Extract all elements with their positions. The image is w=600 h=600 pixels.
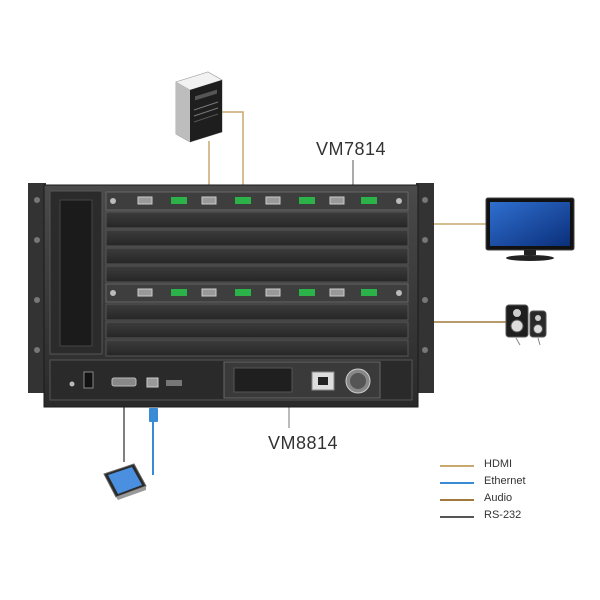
ethernet-plug (149, 408, 158, 422)
legend-label-rs232: RS-232 (484, 509, 522, 521)
pc-tower-icon (175, 71, 223, 143)
hdmi-cable-pc-in-2 (222, 111, 244, 195)
legend-swatch-rs232 (440, 516, 474, 518)
legend-item-rs232: RS-232 (440, 509, 590, 525)
legend-item-ethernet: Ethernet (440, 475, 590, 491)
vm7814-label: VM7814 (316, 139, 387, 159)
legend-item-audio: Audio (440, 492, 590, 508)
legend-item-hdmi: HDMI (440, 458, 590, 474)
legend-swatch-ethernet (440, 482, 474, 484)
matrix-chassis (28, 183, 434, 408)
vm8814-label: VM8814 (268, 433, 339, 453)
legend-label-audio: Audio (484, 492, 513, 504)
touch-panel-icon (103, 463, 147, 500)
vm8814-ports (110, 288, 402, 297)
legend-swatch-hdmi (440, 465, 474, 467)
speakers-icon (505, 304, 547, 346)
legend-label-ethernet: Ethernet (484, 475, 526, 487)
legend-swatch-audio (440, 499, 474, 501)
vm7814-ports (110, 196, 402, 205)
legend-label-hdmi: HDMI (484, 458, 513, 470)
monitor-icon (485, 197, 575, 261)
